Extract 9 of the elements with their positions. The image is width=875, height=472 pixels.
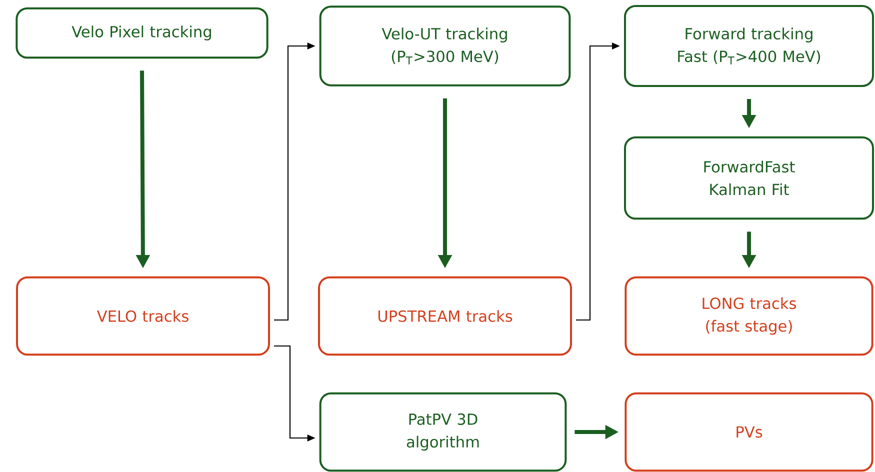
process-box: Velo Pixel tracking: [16, 7, 268, 59]
process-box: Forward tracking Fast (P$_{T}$>400 MeV): [624, 5, 874, 87]
process-box: PatPV 3D algorithm: [319, 392, 567, 472]
result-box: UPSTREAM tracks: [318, 276, 572, 356]
process-box: Velo-UT tracking (P$_{T}$>300 MeV): [319, 6, 571, 86]
result-box: LONG tracks (fast stage): [624, 276, 874, 356]
result-box: PVs: [624, 392, 874, 472]
process-box: ForwardFast Kalman Fit: [624, 136, 874, 220]
result-box: VELO tracks: [16, 276, 270, 356]
